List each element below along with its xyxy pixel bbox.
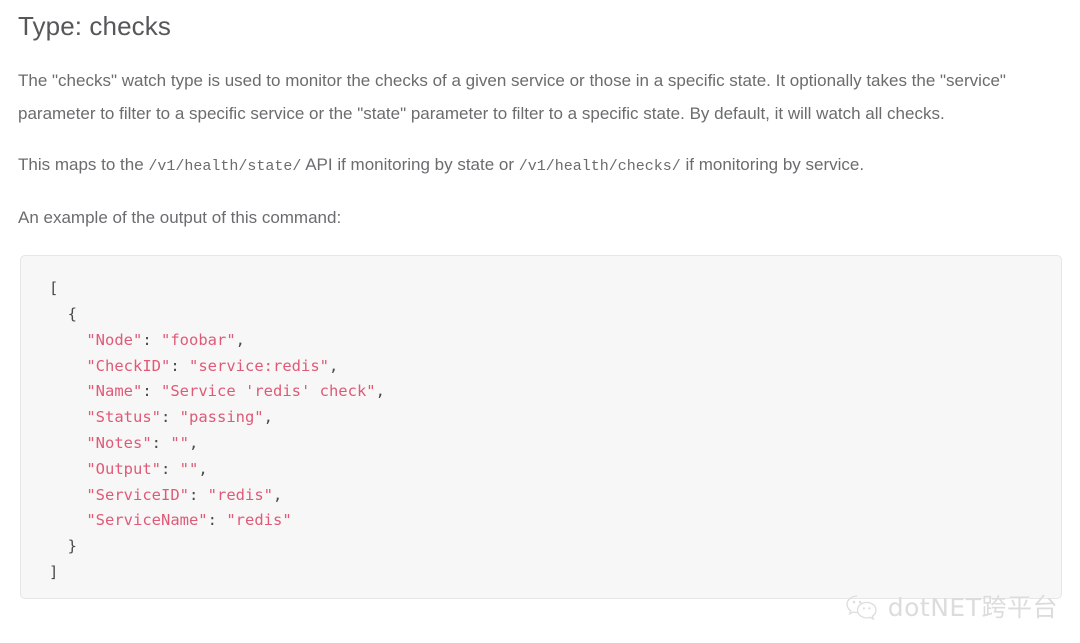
inline-code-health-state-path: /v1/health/state/ (148, 158, 302, 176)
paragraph-api-mapping-text-2: API if monitoring by state or (301, 155, 519, 175)
paragraph-api-mapping-text-1: This maps to the (18, 155, 149, 175)
paragraph-api-mapping-text-3: if monitoring by service. (680, 155, 865, 175)
code-json-output: [ { "Node": "foobar", "CheckID": "servic… (49, 279, 385, 581)
paragraph-api-mapping: This maps to the /v1/health/state/ API i… (18, 148, 1062, 183)
code-block-content: [ { "Node": "foobar", "CheckID": "servic… (49, 276, 1061, 586)
inline-code-health-checks-path: /v1/health/checks/ (518, 158, 681, 176)
paragraph-description: The "checks" watch type is used to monit… (18, 71, 1006, 124)
code-block-example-output: [ { "Node": "foobar", "CheckID": "servic… (20, 255, 1062, 600)
paragraph-example-intro: An example of the output of this command… (18, 208, 342, 228)
page-title: Type: checks (18, 11, 171, 41)
